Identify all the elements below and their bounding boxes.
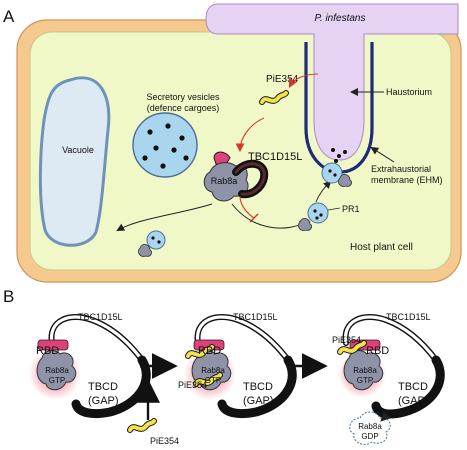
pr1-pointer — [327, 207, 341, 211]
inhibition-line — [239, 195, 255, 219]
pie354-label-a: PiE354 — [266, 74, 299, 85]
small-vesicle-ehm — [321, 162, 353, 187]
cargo-dots-ehm — [331, 148, 347, 163]
rab8a-gtp-1 — [36, 350, 77, 391]
pathogen-label: P. infestans — [315, 13, 366, 24]
vacuole — [38, 76, 111, 247]
ehm-label-line2: membrane (EHM) — [371, 175, 443, 185]
rab8a-gtp-3 — [343, 350, 384, 391]
effector-delivery-arrow — [289, 73, 319, 88]
tbc-label-3: TBC1D15L — [386, 312, 431, 322]
gap-label-2: (GAP) — [243, 395, 274, 407]
gtp-label-3: GTP — [357, 376, 373, 385]
state-2 — [184, 314, 297, 419]
vesicle-cargo-dots — [142, 123, 189, 169]
small-vesicle-vacuole — [138, 230, 166, 257]
tbcd-2 — [217, 355, 297, 419]
secretory-vesicle — [132, 112, 198, 178]
panel-a-letter: A — [3, 7, 15, 26]
host-cell-label: Host plant cell — [350, 242, 413, 253]
state-3 — [338, 314, 445, 445]
rab8a-label-3: Rab8a — [353, 366, 377, 375]
rbd-label-1: RBD — [36, 345, 59, 357]
panel-b-letter: B — [3, 287, 14, 306]
tbcd-label-3: TBCD — [398, 381, 428, 393]
tbcd-1 — [71, 355, 151, 419]
gap-label-1: (GAP) — [88, 395, 119, 407]
vesicles-label-line2: (defence cargoes) — [147, 103, 220, 113]
ehm-label-line1: Extrahaustorial — [371, 164, 431, 174]
rab8a-tbc-complex — [203, 151, 269, 202]
tbcd-label-1: TBCD — [88, 381, 118, 393]
rab8a-gdp — [349, 411, 391, 445]
pathogen-hypha — [205, 3, 459, 161]
state-1 — [29, 314, 151, 419]
rab8a-label-gdp: Rab8a — [358, 422, 382, 431]
rbd-label-3: RBD — [366, 345, 389, 357]
effector-binding-arrow — [235, 117, 265, 153]
vacuole-label: Vacuole — [62, 145, 94, 155]
gap-hydrolysis-arrow — [380, 409, 393, 422]
gdp-label: GDP — [361, 432, 378, 441]
rab8a-label-1: Rab8a — [45, 366, 69, 375]
pie354-label-b-2: PiE354 — [178, 380, 207, 390]
small-vesicle-pr1 — [298, 202, 329, 231]
ehm-pointer — [370, 146, 395, 163]
pr1-label: PR1 — [342, 204, 360, 214]
pie354-effector-b-free — [130, 421, 154, 430]
rbd-label-2: RBD — [198, 345, 221, 357]
tbc-label-1: TBC1D15L — [78, 312, 123, 322]
tbcd-label-2: TBCD — [243, 381, 273, 393]
trafficking-to-vacuole-arrow — [116, 203, 213, 231]
gtp-label-2: GTP — [205, 376, 221, 385]
gap-label-3: (GAP) — [398, 395, 429, 407]
trafficking-up-arrow — [315, 180, 332, 203]
rbd-1 — [37, 339, 69, 351]
gtp-label-1: GTP — [49, 376, 65, 385]
pie354-label-b-3: PiE354 — [332, 335, 361, 345]
rab8a-label-a: Rab8a — [211, 176, 238, 186]
haustorium-label: Haustorium — [386, 87, 432, 97]
tbc-label-2: TBC1D15L — [233, 312, 278, 322]
rab8a-label-2: Rab8a — [201, 366, 225, 375]
vesicles-label-line1: Secretory vesicles — [146, 92, 220, 102]
pie354-label-b-free: PiE354 — [150, 436, 179, 446]
tbc-label-a: TBC1D15L — [248, 151, 302, 163]
